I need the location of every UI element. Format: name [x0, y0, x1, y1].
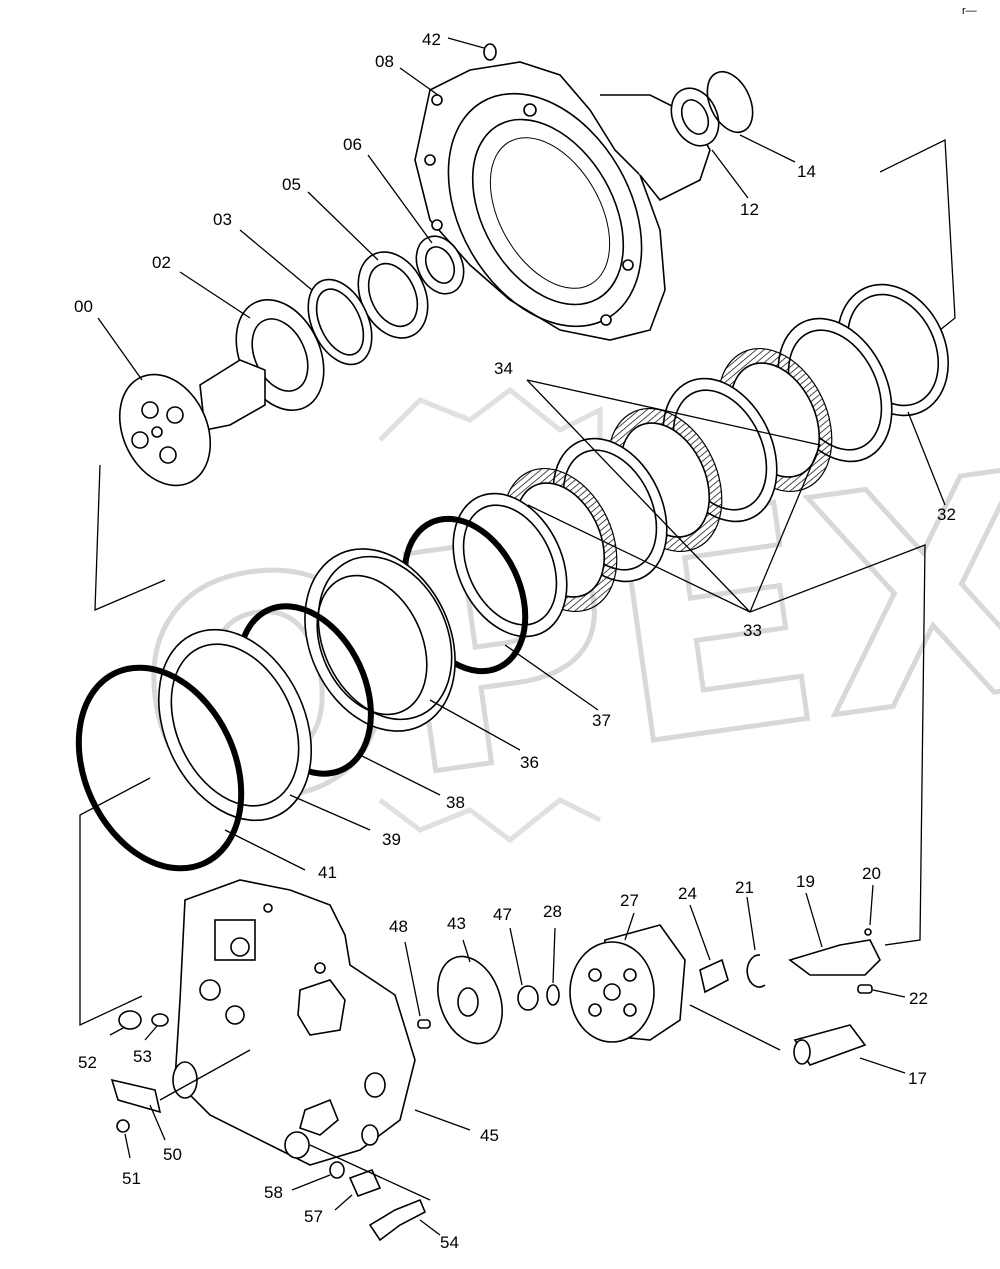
label-52: 52 [78, 1053, 97, 1072]
label-42: 42 [422, 30, 441, 49]
label-05: 05 [282, 175, 301, 194]
label-12: 12 [740, 200, 759, 219]
part-50-plate [110, 1078, 162, 1114]
label-58: 58 [264, 1183, 283, 1202]
part-45-valve-block [172, 879, 416, 1166]
label-27: 27 [620, 891, 639, 910]
part-51-screw [116, 1119, 130, 1133]
part-06-nut [415, 235, 465, 295]
part-53-oring [151, 1013, 169, 1027]
label-41: 41 [318, 863, 337, 882]
part-52-plug [118, 1010, 142, 1030]
label-53: 53 [133, 1047, 152, 1066]
label-34: 34 [494, 359, 513, 378]
label-48: 48 [389, 917, 408, 936]
label-50: 50 [163, 1145, 182, 1164]
leader-line [309, 1144, 431, 1201]
label-43: 43 [447, 914, 466, 933]
label-00: 00 [74, 297, 93, 316]
leader-line [689, 1004, 781, 1051]
part-57-plug [348, 1168, 382, 1198]
part-17-piston [793, 1024, 867, 1066]
label-38: 38 [446, 793, 465, 812]
part-43-valve-plate [437, 955, 503, 1045]
part-19-spool [788, 939, 881, 976]
part-12-seal [670, 87, 720, 147]
label-37: 37 [592, 711, 611, 730]
label-17: 17 [908, 1069, 927, 1088]
label-03: 03 [213, 210, 232, 229]
label-21: 21 [735, 878, 754, 897]
part-05-bearing [357, 251, 429, 339]
label-28: 28 [543, 902, 562, 921]
part-36-piston [304, 548, 456, 732]
part-47-spring [517, 985, 539, 1011]
part-24-spring [699, 958, 729, 994]
part-21-snap-ring [746, 954, 766, 988]
watermark-gear [378, 386, 603, 844]
label-22: 22 [909, 989, 928, 1008]
label-19: 19 [796, 872, 815, 891]
label-39: 39 [382, 830, 401, 849]
part-42-oring [483, 43, 497, 61]
part-14-snap-ring [706, 70, 754, 134]
part-22-pin [857, 984, 873, 994]
label-14: 14 [797, 162, 816, 181]
label-47: 47 [493, 905, 512, 924]
part-39-ring [157, 628, 313, 822]
part-41-oring [75, 664, 245, 872]
part-58-oring [329, 1161, 345, 1179]
label-51: 51 [122, 1169, 141, 1188]
leader-34 [526, 379, 821, 613]
label-08: 08 [375, 52, 394, 71]
label-36: 36 [520, 753, 539, 772]
part-28-ring [546, 984, 560, 1006]
label-20: 20 [862, 864, 881, 883]
bracket-line [94, 464, 166, 612]
part-48-pin [417, 1019, 431, 1029]
corner-mark: r— [962, 5, 977, 17]
label-54: 54 [440, 1233, 459, 1252]
bracket-line [79, 777, 151, 1027]
part-labels: 42 08 06 05 03 02 00 14 12 34 32 33 37 3… [74, 30, 956, 1252]
part-27-cylinder-block [569, 924, 686, 1043]
label-57: 57 [304, 1207, 323, 1226]
leader-line [159, 1049, 251, 1101]
bracket-line [879, 138, 956, 331]
label-06: 06 [343, 135, 362, 154]
label-32: 32 [937, 505, 956, 524]
label-33: 33 [743, 621, 762, 640]
label-45: 45 [480, 1126, 499, 1145]
leader-lines [97, 37, 946, 1236]
bracket-line [749, 544, 926, 946]
label-02: 02 [152, 253, 171, 272]
label-24: 24 [678, 884, 697, 903]
part-00-shaft [118, 359, 266, 487]
part-08-housing [414, 61, 711, 341]
part-54-bolt [368, 1198, 427, 1242]
part-20-ball [864, 928, 872, 936]
